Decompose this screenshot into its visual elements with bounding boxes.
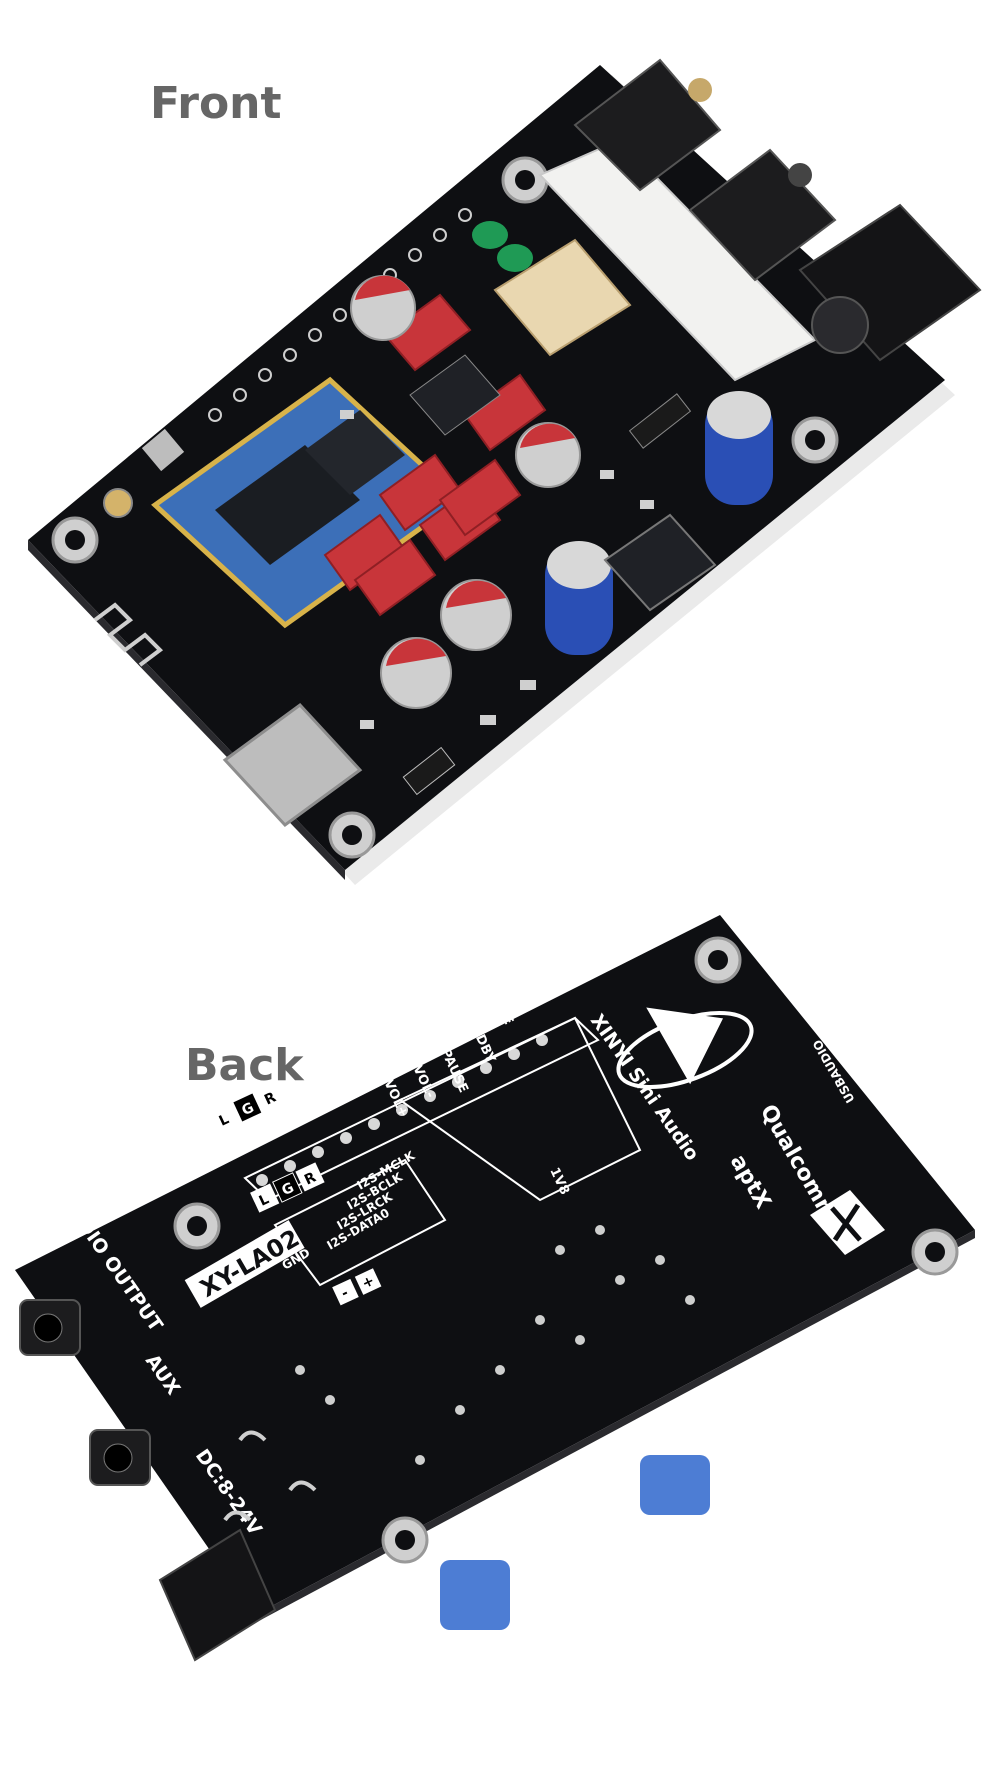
antenna-connector <box>103 488 133 518</box>
pin-header-pads <box>256 1034 548 1186</box>
capacitor-blue <box>440 1455 710 1630</box>
dc-power-jack <box>158 1528 277 1662</box>
brand-logo-icon <box>616 1007 754 1089</box>
film-capacitor <box>323 293 547 617</box>
terminal-connector <box>538 138 817 382</box>
relay <box>493 238 632 357</box>
led-indicator <box>472 221 533 272</box>
bt-label: BT <box>841 1038 862 1061</box>
back-board-illustration: GND MUTE STANDBY PLAY/PAUSE PREV/VOL- NE… <box>15 915 975 1662</box>
usb-c-port <box>222 702 363 828</box>
capacitor-silver-red <box>350 275 581 709</box>
capacitor-blue <box>545 391 773 655</box>
audio-jack <box>573 58 722 192</box>
tactile-button <box>141 428 185 472</box>
back-heading: Back <box>185 1040 304 1091</box>
channel-markers: L G R L G R - + <box>210 1082 382 1306</box>
front-section: Front <box>28 58 982 885</box>
back-pcb <box>15 915 975 1615</box>
back-section: Back <box>0 900 1000 1780</box>
front-heading: Front <box>150 78 282 129</box>
aptx-logo-icon <box>810 1190 885 1255</box>
amplifier-chip <box>409 354 501 436</box>
voltage-regulator <box>603 513 717 612</box>
front-board-illustration <box>28 58 982 885</box>
pin-label-mute: MUTE <box>485 983 516 1027</box>
pin-label-gnd: GND <box>514 969 541 1005</box>
